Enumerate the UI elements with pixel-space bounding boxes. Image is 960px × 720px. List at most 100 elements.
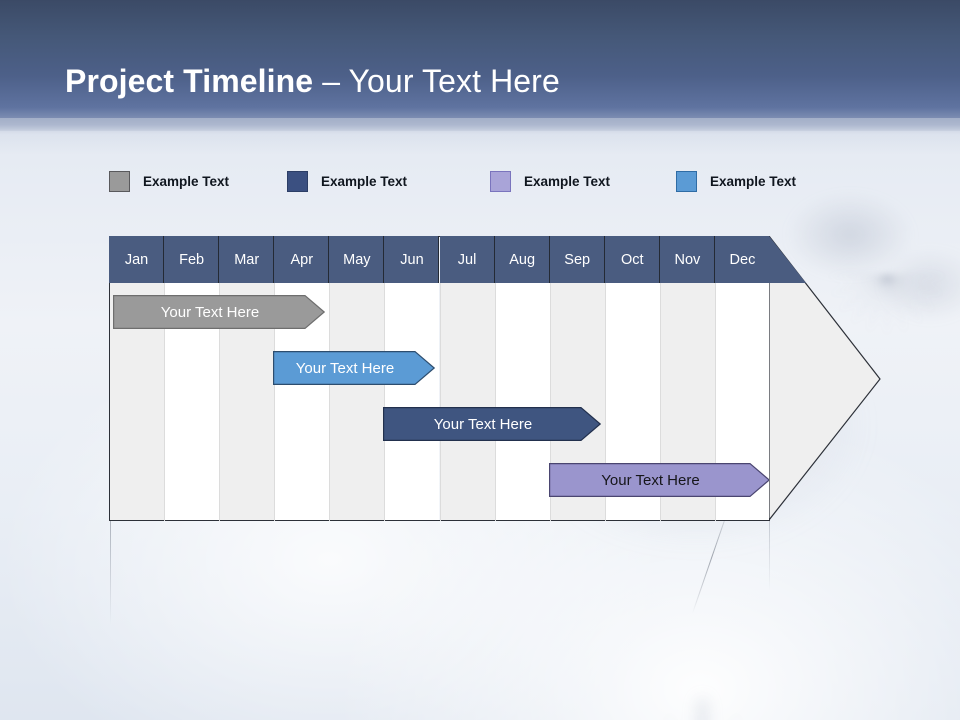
column-separator [274, 283, 276, 521]
month-header-label: Mar [234, 251, 260, 268]
month-header-label: Dec [729, 251, 756, 268]
month-header-label: Jan [124, 251, 149, 268]
legend-item-3[interactable]: Example Text [490, 168, 610, 194]
month-header-divider [163, 236, 165, 283]
bloom-ray [887, 275, 949, 277]
month-header-nov[interactable]: Nov [659, 236, 715, 283]
month-header-label: May [343, 251, 371, 268]
month-header-jan[interactable]: Jan [109, 236, 165, 283]
page-title-bold: Project Timeline [65, 63, 314, 99]
legend-item-4[interactable]: Example Text [676, 168, 796, 194]
legend-item-label: Example Text [321, 173, 408, 189]
timeline-bar-label: Your Text Here [601, 471, 700, 489]
legend-swatch-icon [490, 170, 511, 192]
month-header-label: Nov [674, 251, 701, 268]
column-separator [604, 283, 606, 521]
timeline-column-jan [109, 236, 165, 521]
column-separator [549, 283, 551, 521]
month-header-may[interactable]: May [329, 236, 385, 283]
legend-item-label: Example Text [524, 173, 611, 189]
timeline-bar-label: Your Text Here [160, 303, 260, 321]
page-title-separator: – [313, 63, 349, 99]
month-header-feb[interactable]: Feb [164, 236, 220, 283]
page-title: Project Timeline – Your Text Here [65, 60, 560, 102]
timeline-bar-4[interactable]: Your Text Here [549, 463, 770, 497]
background-umbel-flower [470, 300, 940, 720]
column-separator [219, 283, 221, 521]
timeline-bar-shape [113, 295, 325, 329]
month-header-divider [438, 236, 440, 283]
flower-ray [702, 716, 792, 720]
month-header-divider [383, 236, 385, 283]
legend-swatch-icon [676, 170, 697, 192]
flower-stem [698, 698, 707, 720]
month-header-divider [658, 236, 660, 283]
month-header-divider [218, 236, 220, 283]
title-band [0, 0, 960, 131]
month-header-sep[interactable]: Sep [549, 236, 605, 283]
month-header-divider [713, 236, 715, 283]
legend-item-label: Example Text [710, 173, 797, 189]
month-header-label: Apr [290, 251, 314, 268]
timeline-bar-2[interactable]: Your Text Here [273, 351, 435, 385]
month-header-label: Jul [457, 251, 477, 268]
legend-swatch-icon [287, 170, 308, 192]
legend: Example Text Example Text Example Text Exam… [109, 168, 869, 194]
timeline-column-aug [494, 236, 550, 521]
timeline-bar-shape [273, 351, 435, 385]
legend-item-1[interactable]: Example Text [109, 168, 229, 194]
column-separator [439, 283, 441, 521]
legend-swatch-icon [109, 170, 130, 192]
month-header-label: Feb [179, 251, 205, 268]
timeline-column-feb [164, 236, 220, 521]
month-header-label: Oct [621, 251, 644, 268]
month-header-jul[interactable]: Jul [439, 236, 495, 283]
flower-ray [615, 716, 705, 720]
timeline-bar-3[interactable]: Your Text Here [383, 407, 601, 441]
month-header-dec[interactable]: Dec [714, 236, 770, 283]
column-separator [164, 283, 166, 521]
arrow-head-body [769, 236, 881, 521]
timeline-bar-label: Your Text Here [295, 359, 395, 377]
flower-ray [702, 703, 741, 720]
month-header-label: Sep [564, 251, 591, 268]
month-header-apr[interactable]: Apr [274, 236, 330, 283]
timeline-bar-graphic [113, 295, 325, 329]
page-title-light: Your Text Here [348, 63, 560, 99]
month-header-jun[interactable]: Jun [384, 236, 440, 283]
bloom-ray [886, 276, 888, 338]
title-band-fade [0, 118, 960, 154]
timeline-bar-shape [383, 407, 601, 441]
month-header-divider [273, 236, 275, 283]
month-header-oct[interactable]: Oct [604, 236, 660, 283]
timeline-bar-graphic [549, 463, 770, 497]
month-header-divider [328, 236, 330, 283]
timeline-arrow-head [769, 236, 881, 521]
timeline-bar-label: Your Text Here [433, 415, 533, 433]
timeline-bar-shape [549, 463, 770, 497]
month-header-label: Jun [400, 251, 424, 268]
legend-item-label: Example Text [143, 173, 230, 189]
month-header-label: Aug [509, 251, 536, 268]
timeline-bar-graphic [273, 351, 435, 385]
month-header-mar[interactable]: Mar [219, 236, 275, 283]
timeline-column-jul [439, 236, 495, 521]
column-separator [714, 283, 716, 521]
column-separator [329, 283, 331, 521]
month-header-divider [603, 236, 605, 283]
flower-ray [702, 700, 705, 720]
column-separator [384, 283, 386, 521]
month-header-divider [493, 236, 495, 283]
column-separator [494, 283, 496, 521]
timeline-bar-1[interactable]: Your Text Here [113, 295, 325, 329]
column-separator [659, 283, 661, 521]
chart-reflection-right [769, 521, 770, 591]
chart-reflection-left [110, 521, 111, 625]
arrow-head-cap [769, 236, 806, 283]
timeline-bar-graphic [383, 407, 601, 441]
legend-item-2[interactable]: Example Text [287, 168, 407, 194]
month-header-aug[interactable]: Aug [494, 236, 550, 283]
background-bloom-detail [820, 210, 960, 350]
